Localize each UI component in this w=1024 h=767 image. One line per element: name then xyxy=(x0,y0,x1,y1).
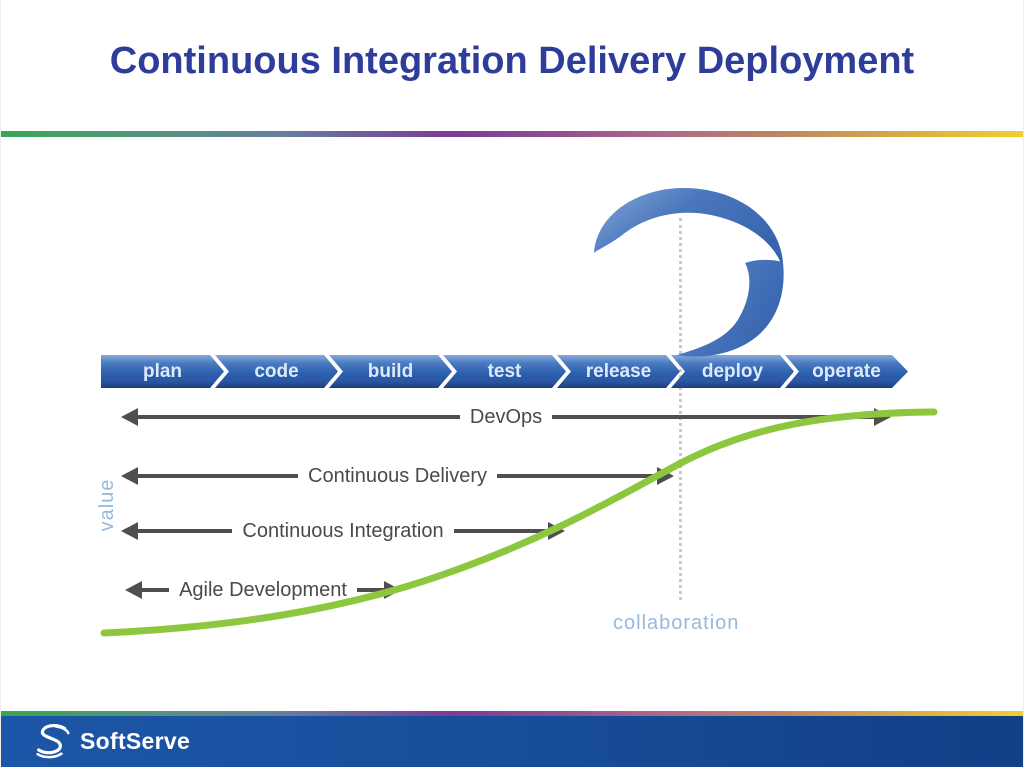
softserve-logo: SoftServe xyxy=(35,722,190,760)
collaboration-label: collaboration xyxy=(613,612,740,634)
span-line xyxy=(138,529,233,533)
arrowhead-right-icon xyxy=(657,467,675,485)
span-line xyxy=(497,474,658,478)
continuous-delivery-span-label: Continuous Delivery xyxy=(308,465,487,487)
pipeline-bar: plan code build test release deploy oper… xyxy=(101,355,908,388)
span-line xyxy=(142,588,170,592)
footer-divider-gradient xyxy=(1,711,1023,716)
stage-label: test xyxy=(487,360,522,382)
pipeline-stage-operate: operate xyxy=(785,355,908,388)
footer-bar: SoftServe xyxy=(1,716,1023,767)
span-line xyxy=(138,474,299,478)
continuous-integration-span-arrow: Continuous Integration xyxy=(121,518,565,544)
span-line xyxy=(356,588,384,592)
span-line xyxy=(453,529,548,533)
pipeline-stage-build: build xyxy=(329,355,452,388)
arrowhead-left-icon xyxy=(121,408,138,426)
stage-label: code xyxy=(254,360,299,382)
stage-label: release xyxy=(585,360,652,382)
span-line xyxy=(138,415,460,419)
value-axis-label: value xyxy=(96,478,118,532)
stage-label: operate xyxy=(812,360,881,382)
agile-development-span-arrow: Agile Development xyxy=(125,577,401,603)
arrowhead-left-icon xyxy=(121,522,138,540)
softserve-s-icon xyxy=(36,724,70,759)
arrowhead-right-icon xyxy=(548,522,565,540)
arrowhead-right-icon xyxy=(874,408,891,426)
continuous-delivery-span-arrow: Continuous Delivery xyxy=(121,463,675,489)
stage-label: build xyxy=(367,360,414,382)
page-title: Continuous Integration Delivery Deployme… xyxy=(109,40,915,82)
pipeline-stage-deploy: deploy xyxy=(671,355,794,388)
softserve-logo-text: SoftServe xyxy=(80,727,191,754)
devops-loop-ribbon-icon xyxy=(594,188,784,357)
pipeline-stage-code: code xyxy=(215,355,338,388)
arrowhead-right-icon xyxy=(384,581,401,599)
header-divider-gradient xyxy=(1,131,1023,137)
pipeline-stage-test: test xyxy=(443,355,566,388)
stage-label: deploy xyxy=(701,360,764,382)
arrowhead-left-icon xyxy=(121,467,138,485)
agile-development-span-label: Agile Development xyxy=(179,579,347,601)
arrowhead-left-icon xyxy=(125,581,142,599)
devops-span-label: DevOps xyxy=(469,406,543,428)
pipeline-stage-plan: plan xyxy=(101,355,224,388)
span-line xyxy=(552,415,874,419)
continuous-integration-span-label: Continuous Integration xyxy=(242,520,444,542)
pipeline-stage-release: release xyxy=(557,355,680,388)
devops-span-arrow: DevOps xyxy=(121,404,891,430)
stage-label: plan xyxy=(142,360,183,382)
